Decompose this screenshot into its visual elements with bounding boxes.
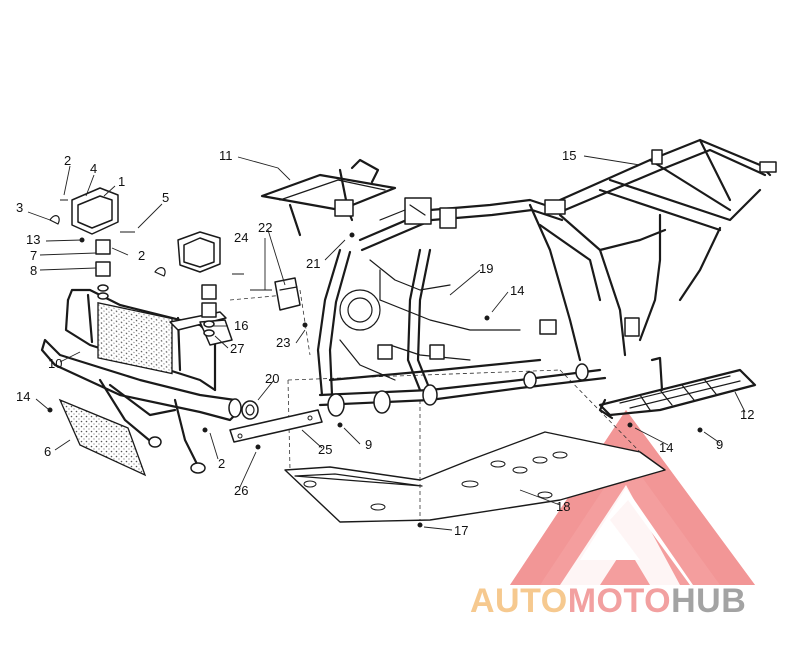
headlight-right	[177, 231, 221, 337]
callout-2: 2	[138, 248, 145, 263]
callout-18: 18	[556, 499, 570, 514]
callout-16: 16	[234, 318, 248, 333]
callout-5: 5	[162, 190, 169, 205]
callout-12: 12	[740, 407, 754, 422]
callout-21: 21	[306, 256, 320, 271]
watermark-logo	[510, 410, 755, 585]
callout-8: 8	[30, 263, 37, 278]
watermark-text: AUTOMOTOHUB	[470, 582, 800, 622]
callout-22: 22	[258, 220, 272, 235]
callout-9: 9	[365, 437, 372, 452]
leader-lines	[27, 155, 746, 531]
watermark-hub: HUB	[671, 582, 747, 620]
grille-plate	[58, 398, 147, 477]
callout-2: 2	[218, 456, 225, 471]
end-cap	[241, 400, 259, 420]
callout-27: 27	[230, 341, 244, 356]
callout-20: 20	[265, 371, 279, 386]
callout-25: 25	[318, 442, 332, 457]
watermark-moto: MOTO	[567, 582, 672, 620]
footrest	[598, 356, 757, 420]
callout-15: 15	[562, 148, 576, 163]
callout-10: 10	[48, 356, 62, 371]
callout-7: 7	[30, 248, 37, 263]
callout-19: 19	[479, 261, 493, 276]
callout-13: 13	[26, 232, 40, 247]
callout-4: 4	[90, 161, 97, 176]
watermark-auto: AUTO	[470, 582, 568, 620]
callout-6: 6	[44, 444, 51, 459]
main-frame	[316, 138, 777, 417]
callout-24: 24	[234, 230, 248, 245]
callout-labels: 1 2 2 2 3 4 5 6 7 8 9 9 10 11 12 13 14 1…	[16, 148, 754, 538]
headlight-bracket	[260, 158, 397, 237]
mount-bar	[229, 409, 323, 443]
callout-14: 14	[510, 283, 524, 298]
callout-26: 26	[234, 483, 248, 498]
skid-plate	[284, 431, 666, 523]
callout-17: 17	[454, 523, 468, 538]
support-bracket	[274, 277, 301, 311]
callout-1: 1	[118, 174, 125, 189]
callout-14: 14	[16, 389, 30, 404]
callout-14: 14	[659, 440, 673, 455]
callout-11: 11	[219, 148, 233, 163]
headlight-left	[71, 187, 119, 300]
callout-23: 23	[276, 335, 290, 350]
callout-2: 2	[64, 153, 71, 168]
callout-3: 3	[16, 200, 23, 215]
callout-9: 9	[716, 437, 723, 452]
